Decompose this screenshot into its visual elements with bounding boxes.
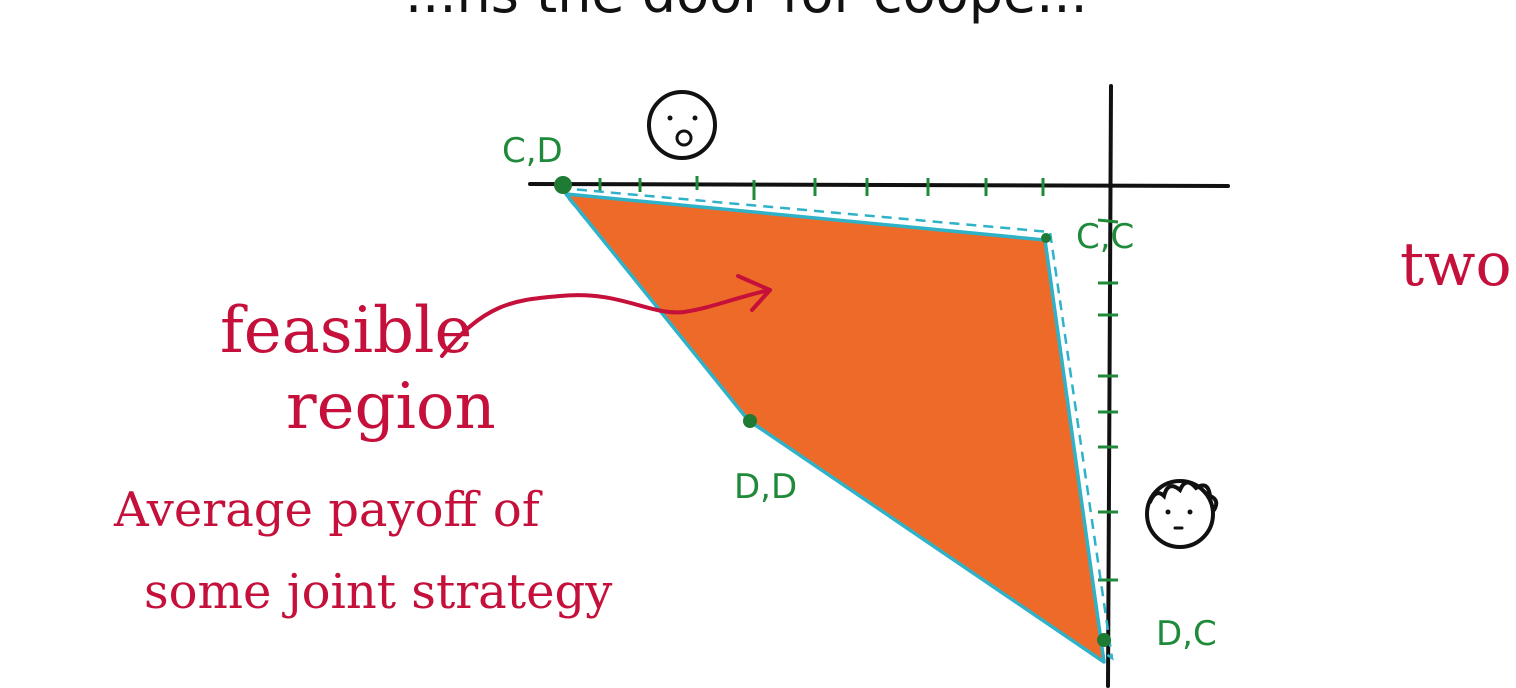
header-cropped-text: ...ns the door for coope... bbox=[405, 0, 1088, 25]
label-cc: C,C bbox=[1076, 217, 1134, 257]
point-cc bbox=[1041, 233, 1051, 243]
feasible-region bbox=[564, 192, 1106, 664]
note-average-payoff: Average payoff of bbox=[113, 482, 543, 538]
neutral-face-icon bbox=[1145, 479, 1219, 549]
x-axis bbox=[528, 182, 1230, 188]
sad-face-icon bbox=[647, 90, 717, 160]
note-joint-strategy: some joint strategy bbox=[144, 564, 612, 620]
axis-ticks bbox=[598, 176, 1119, 582]
note-region: region bbox=[286, 370, 496, 444]
label-dd: D,D bbox=[734, 467, 797, 507]
header-text: ...ns the door for coope... bbox=[405, 0, 1088, 25]
label-dc: D,C bbox=[1156, 614, 1217, 654]
point-dd bbox=[743, 414, 757, 428]
point-cd bbox=[554, 176, 572, 194]
annotation-arrow bbox=[440, 274, 772, 358]
corner-points bbox=[554, 176, 1111, 647]
label-cd: C,D bbox=[502, 131, 563, 171]
note-feasible: feasible bbox=[220, 294, 472, 368]
y-tick bbox=[1097, 218, 1119, 224]
note-two-partial: two bbox=[1400, 230, 1512, 300]
axes bbox=[528, 84, 1230, 688]
point-dc bbox=[1097, 633, 1111, 647]
y-axis bbox=[1106, 84, 1113, 688]
